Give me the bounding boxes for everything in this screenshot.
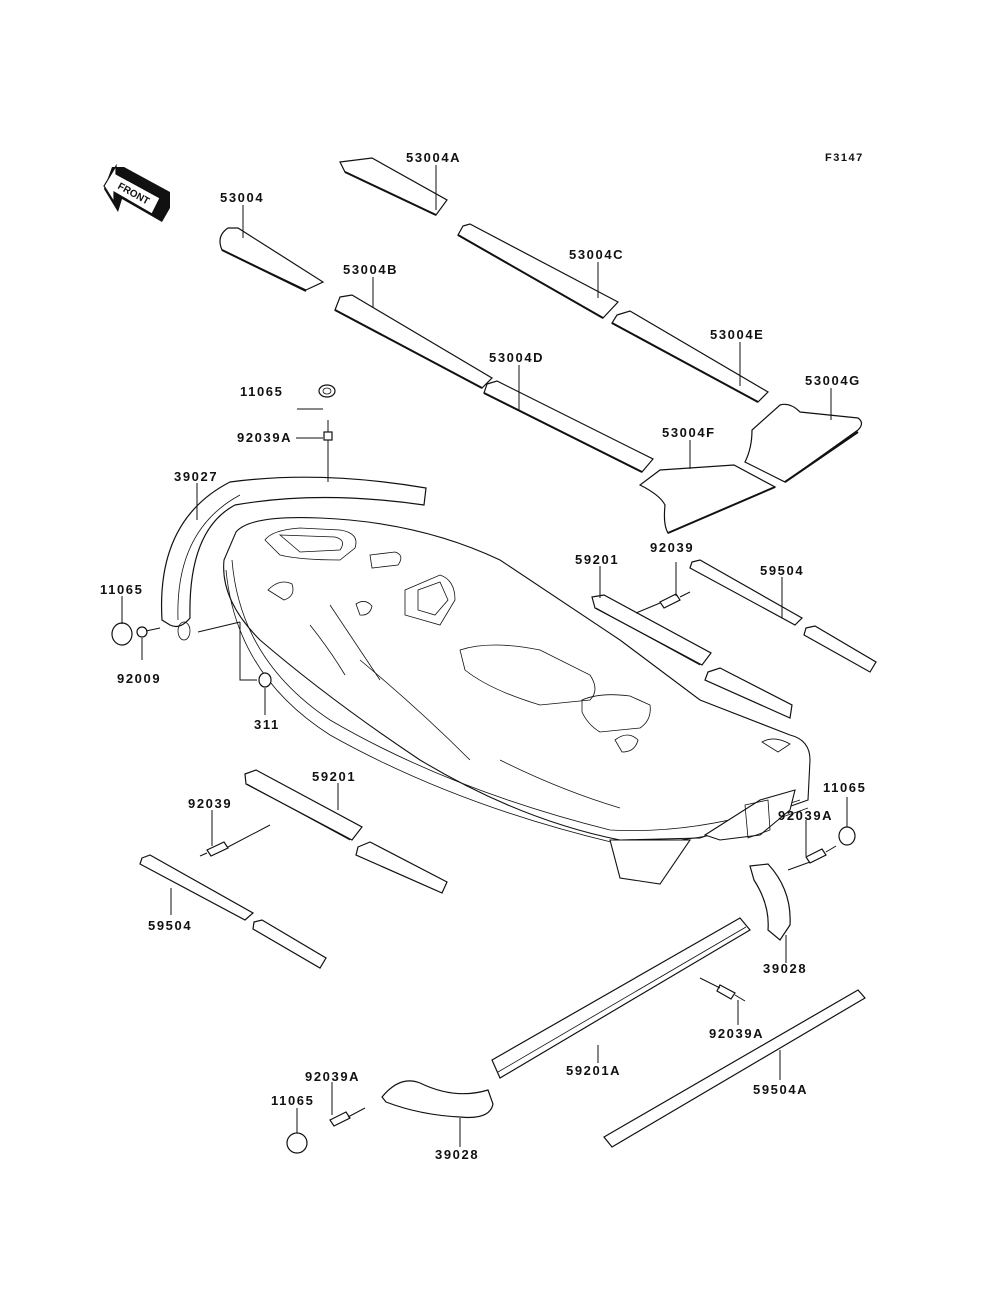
- label-53004A: 53004A: [406, 150, 461, 165]
- label-53004B: 53004B: [343, 262, 398, 277]
- mat-53004[interactable]: [219, 227, 325, 292]
- label-53004F: 53004F: [662, 425, 716, 440]
- nut-11065-top[interactable]: [318, 384, 336, 398]
- label-92039A-bot: 92039A: [305, 1069, 360, 1084]
- bumper-39027[interactable]: [160, 476, 427, 641]
- cap-39028-rear[interactable]: [749, 863, 791, 941]
- callout-labels: 53004 53004A 53004B 53004C 53004D 53004E…: [100, 150, 866, 1162]
- label-92039A-rear: 92039A: [778, 808, 833, 823]
- hull-deck[interactable]: [223, 517, 811, 885]
- rail-59504-right[interactable]: [689, 559, 877, 673]
- label-92039-left: 92039: [188, 796, 232, 811]
- label-11065-rear: 11065: [823, 780, 866, 795]
- label-39027: 39027: [174, 469, 218, 484]
- label-53004G: 53004G: [805, 373, 861, 388]
- label-59201-left: 59201: [312, 769, 356, 784]
- label-92039-right: 92039: [650, 540, 694, 555]
- label-53004: 53004: [220, 190, 264, 205]
- front-arrow-icon: FRONT: [103, 163, 170, 222]
- label-92039A-mid: 92039A: [709, 1026, 764, 1041]
- label-11065-bot: 11065: [271, 1093, 314, 1108]
- label-53004C: 53004C: [569, 247, 624, 262]
- label-92039A-top: 92039A: [237, 430, 292, 445]
- screw-92009[interactable]: [136, 626, 161, 638]
- rail-59504A[interactable]: [603, 989, 866, 1148]
- label-311: 311: [254, 717, 280, 732]
- label-39028-bot: 39028: [435, 1147, 479, 1162]
- mat-53004G[interactable]: [744, 403, 863, 483]
- mat-53004F[interactable]: [638, 464, 777, 534]
- label-59201-right: 59201: [575, 552, 619, 567]
- label-11065-left: 11065: [100, 582, 143, 597]
- rivet-92039A-top[interactable]: [323, 420, 333, 455]
- label-53004D: 53004D: [489, 350, 544, 365]
- label-59504-right: 59504: [760, 563, 804, 578]
- label-59504A: 59504A: [753, 1082, 808, 1097]
- mat-53004B[interactable]: [334, 294, 493, 389]
- cap-11065-bottom[interactable]: [286, 1132, 308, 1154]
- rail-59201-right[interactable]: [591, 594, 793, 719]
- rivet-92039A-bottom[interactable]: [329, 1111, 351, 1127]
- rail-59201A[interactable]: [491, 917, 751, 1079]
- mat-53004A[interactable]: [339, 157, 448, 216]
- label-59504-left: 59504: [148, 918, 192, 933]
- mat-53004E[interactable]: [611, 310, 769, 403]
- rivet-92039-right[interactable]: [659, 591, 691, 609]
- label-59201A: 59201A: [566, 1063, 621, 1078]
- rivet-92039-left[interactable]: [199, 841, 229, 857]
- label-11065-top: 11065: [240, 384, 283, 399]
- rivet-92039A-rear[interactable]: [805, 845, 837, 864]
- rail-59201-left[interactable]: [244, 769, 448, 894]
- nut-11065-rear[interactable]: [838, 826, 856, 846]
- rivet-92039A-mid[interactable]: [716, 984, 746, 1002]
- mat-53004D[interactable]: [483, 380, 654, 473]
- figure-code: F3147: [825, 152, 864, 164]
- label-53004E: 53004E: [710, 327, 764, 342]
- cap-11065-left[interactable]: [111, 622, 133, 646]
- label-92009: 92009: [117, 671, 161, 686]
- cap-39028-bottom[interactable]: [381, 1080, 494, 1119]
- nut-311[interactable]: [258, 672, 272, 688]
- leader-lines: [121, 165, 848, 1147]
- label-39028-rear: 39028: [763, 961, 807, 976]
- mat-53004C[interactable]: [457, 223, 619, 319]
- rail-59504-left[interactable]: [139, 854, 327, 969]
